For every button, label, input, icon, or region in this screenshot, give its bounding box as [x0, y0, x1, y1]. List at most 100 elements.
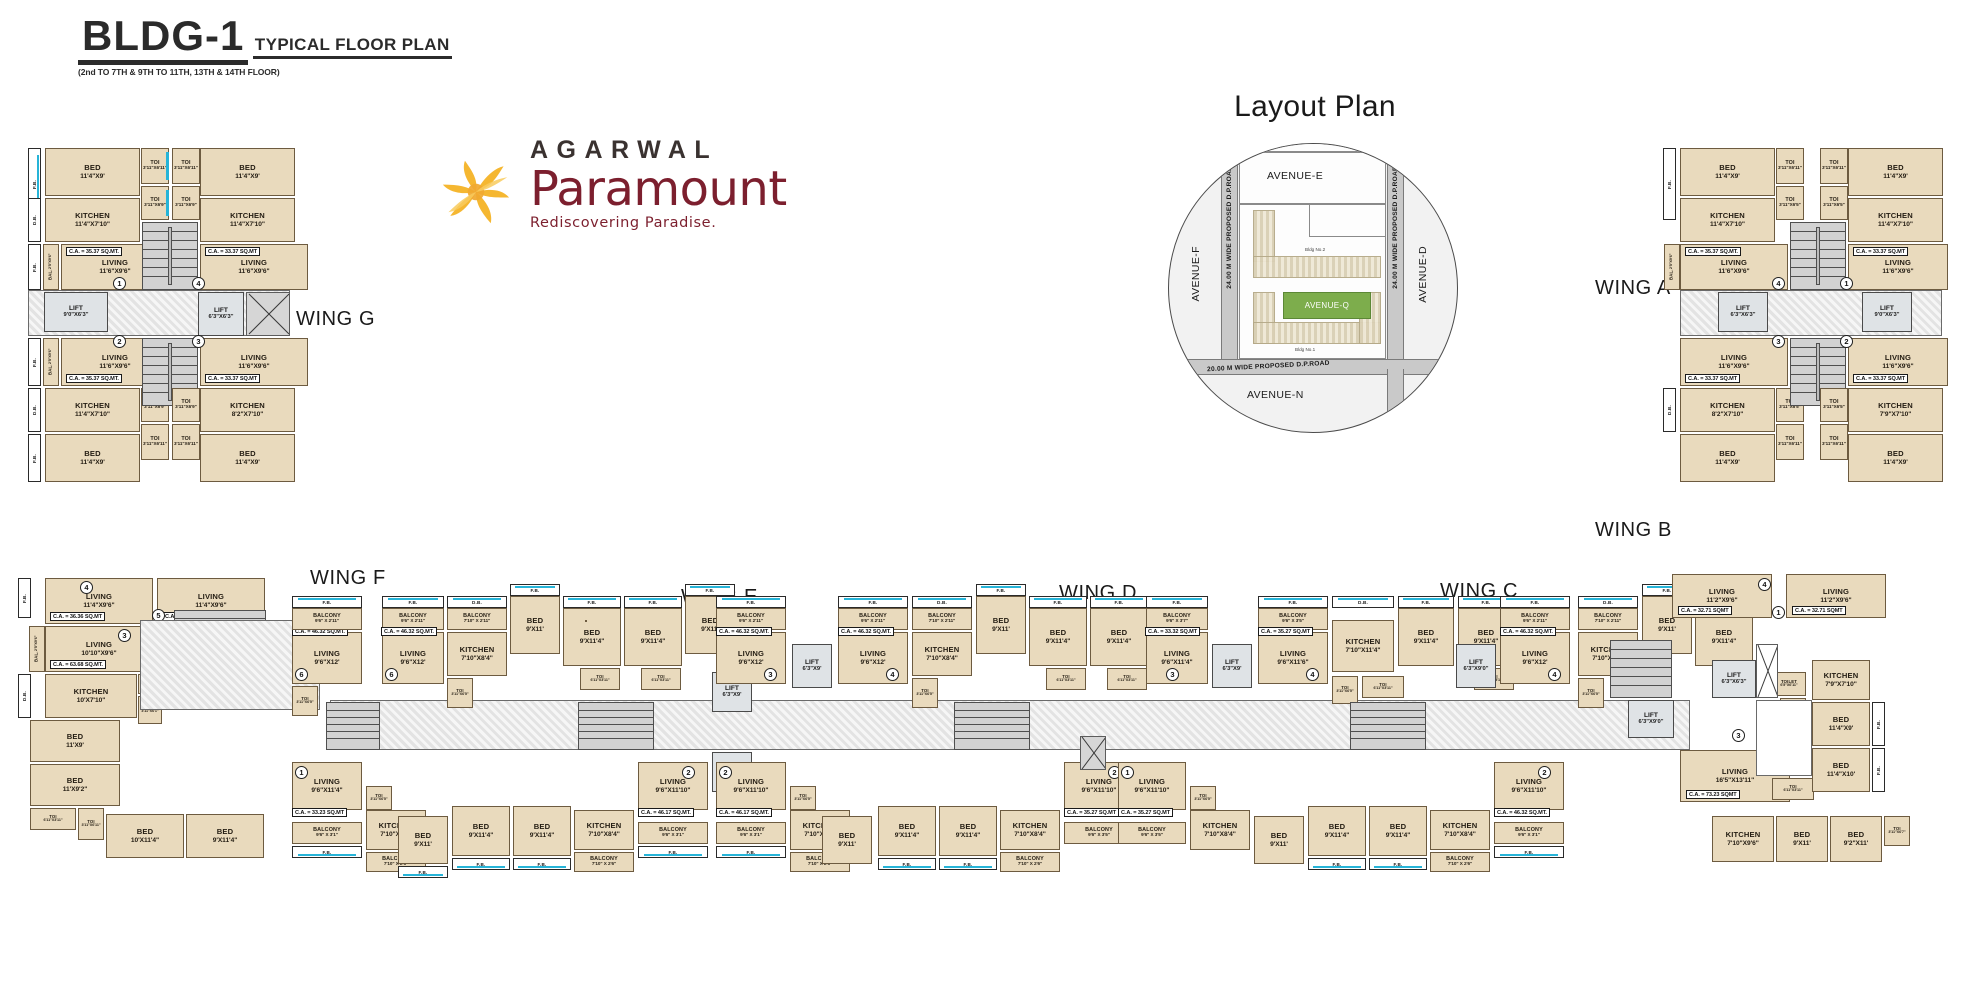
- room-label: TOI: [657, 673, 665, 679]
- unit-number: 4: [1548, 668, 1561, 681]
- room-dim: 9'6" X 3'7": [1166, 618, 1188, 624]
- room-toi-b2b: TOI 3'11"X6'11": [1820, 424, 1848, 460]
- room-label: BED: [216, 827, 234, 837]
- fb-label: F.B.: [1481, 599, 1491, 605]
- carpet-area-tag: C.A. = 33.37 SQ.MT: [205, 247, 261, 257]
- db-label: D.B.: [472, 599, 482, 605]
- db-band-e3: D.B.: [912, 596, 972, 608]
- fb-band-d9: F.B.: [1308, 858, 1366, 870]
- staircase-wing-e-left: [578, 702, 654, 750]
- room-label: BALCONY: [1521, 612, 1549, 619]
- room-label: BED: [1049, 628, 1067, 638]
- room-toi-e8: TOI 3'11"X6'5": [790, 786, 816, 810]
- fb-band-e7: F.B.: [716, 846, 786, 858]
- unit-number: 4: [886, 668, 899, 681]
- room-label: BALCONY: [659, 826, 687, 833]
- room-label: KITCHEN: [1878, 401, 1913, 411]
- room-dim: 7'10"X8'4": [1444, 830, 1476, 838]
- room-label: KITCHEN: [1590, 645, 1626, 655]
- room-dim: 6'11"X3'11": [590, 678, 610, 683]
- room-dim: 2'5"X9'6": [48, 253, 53, 270]
- room-toi-f10: TOI 3'11"X6'5": [366, 786, 392, 810]
- room-dim: 9'X11'4": [468, 831, 494, 839]
- room-label: BALCONY: [313, 612, 341, 619]
- room-dim: 11'4"X7'10": [1710, 220, 1745, 228]
- carpet-area-tag: C.A. = 35.37 SQ.MT.: [66, 247, 122, 257]
- shaft-cross-e: [1080, 736, 1106, 770]
- room-kitchen-d7: KITCHEN 7'10"X8'4": [1190, 810, 1250, 850]
- lift-dim: 6'3"X9': [1222, 666, 1242, 673]
- carpet-area-tag: C.A. = 46.32 SQ.MT.: [1500, 627, 1556, 637]
- carpet-area-tag: C.A. = 46.32 SQ.MT.: [381, 627, 437, 637]
- balcony-d11: BALCONY 7'10" X 2'6": [1430, 852, 1490, 872]
- room-toi-c2: TOI 3'11"X6'5": [1578, 678, 1604, 708]
- plot-avenue-e: [1239, 152, 1386, 204]
- room-label: LIVING: [659, 777, 687, 787]
- room-label: BAL.: [33, 651, 39, 663]
- room-dim: 7'10"X11'4": [1345, 646, 1381, 654]
- room-dim: 7'10"X8'4": [461, 654, 493, 662]
- lobby-wing-g-lower: [140, 620, 320, 710]
- room-kitchen-b2: KITCHEN 7'9"X7'10": [1848, 388, 1943, 432]
- fb-band-f13: F.B.: [513, 858, 571, 870]
- wing-label-b: WING B: [1595, 519, 1672, 541]
- room-dim: 10'X7'10": [76, 696, 106, 704]
- room-label: TOI: [301, 695, 309, 701]
- lift-dim: 6'3"X9': [722, 692, 742, 699]
- room-dim: 9'X11': [1658, 625, 1676, 633]
- sun-swirl-logo-icon: [430, 146, 522, 238]
- room-label: TOI: [799, 792, 807, 798]
- fb-label: F.B.: [902, 861, 912, 867]
- room-label: BED: [701, 616, 719, 626]
- room-label: LIVING: [1138, 777, 1166, 787]
- fb-band-f12: F.B.: [452, 858, 510, 870]
- lobby-wing-b-lower: [1756, 700, 1812, 776]
- room-dim: 9'X11'4": [955, 831, 981, 839]
- lift-wing-d: LIFT 6'3"X9': [1212, 644, 1252, 688]
- db-band-g7: D.B.: [18, 674, 31, 718]
- room-label: KITCHEN: [459, 645, 495, 655]
- room-dim: 11'4"X9'6": [195, 601, 227, 609]
- fb-label: F.B.: [1332, 861, 1342, 867]
- room-dim: 7'10" X 2'6": [383, 861, 409, 867]
- room-label: TOI: [181, 159, 191, 166]
- unit-number: 4: [80, 581, 93, 594]
- room-dim: 9'6"X12': [314, 658, 340, 666]
- room-dim: 9'6" X 2'11": [1522, 618, 1548, 624]
- room-dim: 11'4"X9': [80, 458, 105, 466]
- balcony-f14: BALCONY 7'10" X 2'6": [574, 852, 634, 872]
- fb-label: F.B.: [1421, 599, 1431, 605]
- room-toi-a1a: TOI 3'11"X6'11": [1776, 148, 1804, 184]
- fb-band-g1-lower: F.B.: [28, 244, 41, 290]
- room-dim: 3'11"X6'11": [1822, 165, 1846, 171]
- unit-number: 3: [764, 668, 777, 681]
- db-label: D.B.: [1358, 599, 1368, 605]
- room-dim: 11'6"X9'6": [1718, 267, 1750, 275]
- room-label: BALCONY: [1279, 612, 1307, 619]
- room-label: LIVING: [101, 258, 129, 268]
- room-label: TOI: [181, 398, 191, 405]
- balcony-e13: BALCONY 9'6" X 3'5": [1064, 822, 1134, 844]
- fb-label: F.B.: [408, 599, 418, 605]
- room-dim: 9'6"X11'10": [733, 786, 769, 794]
- room-dim: 9'X11'4": [1711, 637, 1737, 645]
- room-label: TOI: [1829, 159, 1839, 166]
- avenue-n-label: AVENUE-N: [1247, 389, 1304, 401]
- room-dim: 9'2"X11': [1843, 839, 1869, 847]
- avenue-q-green: AVENUE-Q: [1283, 292, 1371, 319]
- fb-label: F.B.: [668, 849, 678, 855]
- carpet-area-tag: C.A. = 33.23 SQ.MT: [292, 808, 348, 818]
- lift-label: LIFT: [1727, 671, 1741, 679]
- room-kitchen-a2: KITCHEN 11'4"X7'10": [1848, 198, 1943, 242]
- room-label: BED: [239, 449, 256, 459]
- room-label: LIVING: [1822, 587, 1850, 597]
- staircase-wing-f: [326, 702, 380, 750]
- room-label: BED: [1887, 163, 1904, 173]
- lift-label: LIFT: [69, 304, 83, 312]
- room-dim: 3'11"X6'7": [1888, 830, 1906, 835]
- db-label: D.B.: [937, 599, 947, 605]
- room-dim: 7'10" X 2'11": [1594, 618, 1622, 624]
- room-dim: 9'6"X11'10": [1081, 786, 1117, 794]
- unit-number: 2: [1840, 335, 1853, 348]
- room-dim: 9'6" X 2'11": [400, 618, 426, 624]
